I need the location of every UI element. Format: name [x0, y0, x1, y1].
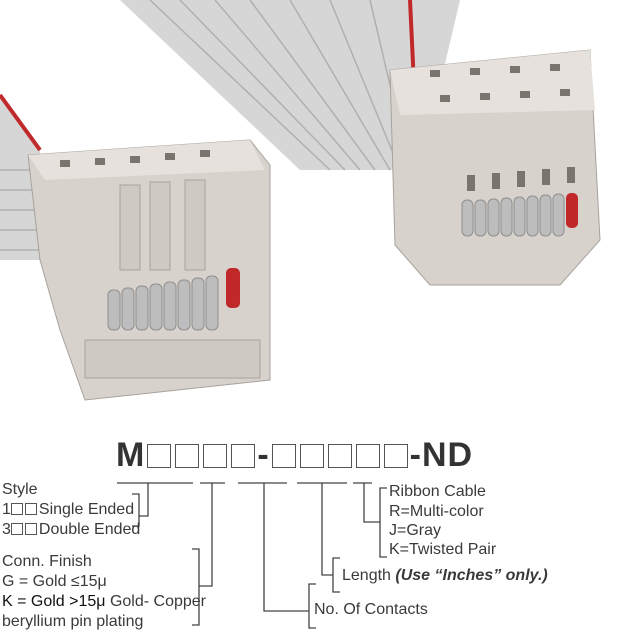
cable-option-k: K=Twisted Pair	[389, 541, 497, 558]
finish-title: Conn. Finish	[2, 553, 92, 570]
finish-option-g: G = Gold ≤15μ	[2, 573, 107, 590]
cable-option-r: R=Multi-color	[389, 503, 484, 520]
finish-option-k-detail: beryllium pin plating	[2, 613, 144, 630]
finish-option-k: K = Gold >15μ Gold- Copper	[2, 593, 207, 610]
ribbon-cable	[0, 0, 460, 260]
cable-title: Ribbon Cable	[389, 483, 486, 500]
left-connector	[27, 139, 271, 401]
part-number-template: M - -ND	[116, 436, 473, 475]
right-connector	[389, 49, 601, 286]
length-label: Length (Use “Inches” only.)	[342, 567, 548, 584]
part-prefix: M	[116, 436, 146, 474]
cable-option-j: J=Gray	[389, 522, 442, 539]
contacts-label: No. Of Contacts	[314, 601, 428, 618]
style-title: Style	[2, 481, 38, 498]
product-photo	[0, 0, 601, 401]
part-suffix: -ND	[409, 436, 474, 474]
part-separator: -	[257, 436, 270, 474]
